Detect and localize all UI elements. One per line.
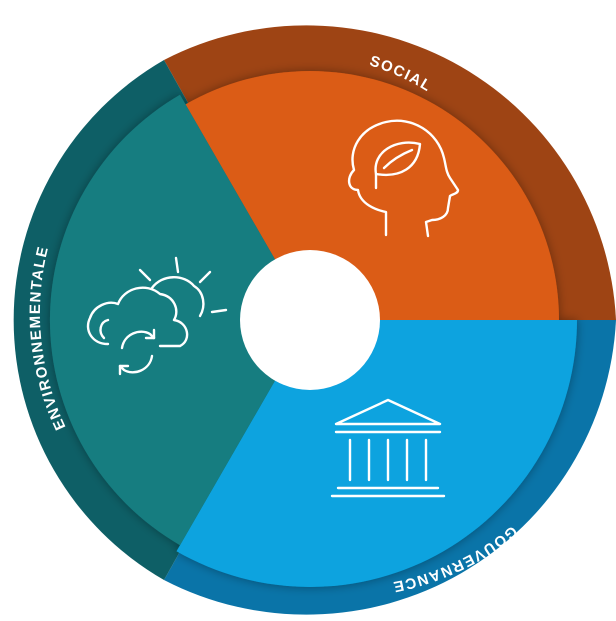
head-leaf-icon	[347, 119, 460, 238]
sector-gouvernance-inner	[176, 320, 577, 587]
center-circle	[240, 250, 380, 390]
sector-environnementale-inner	[49, 94, 310, 546]
institution-building-icon	[330, 398, 446, 498]
weather-cycle-icon	[86, 256, 228, 376]
